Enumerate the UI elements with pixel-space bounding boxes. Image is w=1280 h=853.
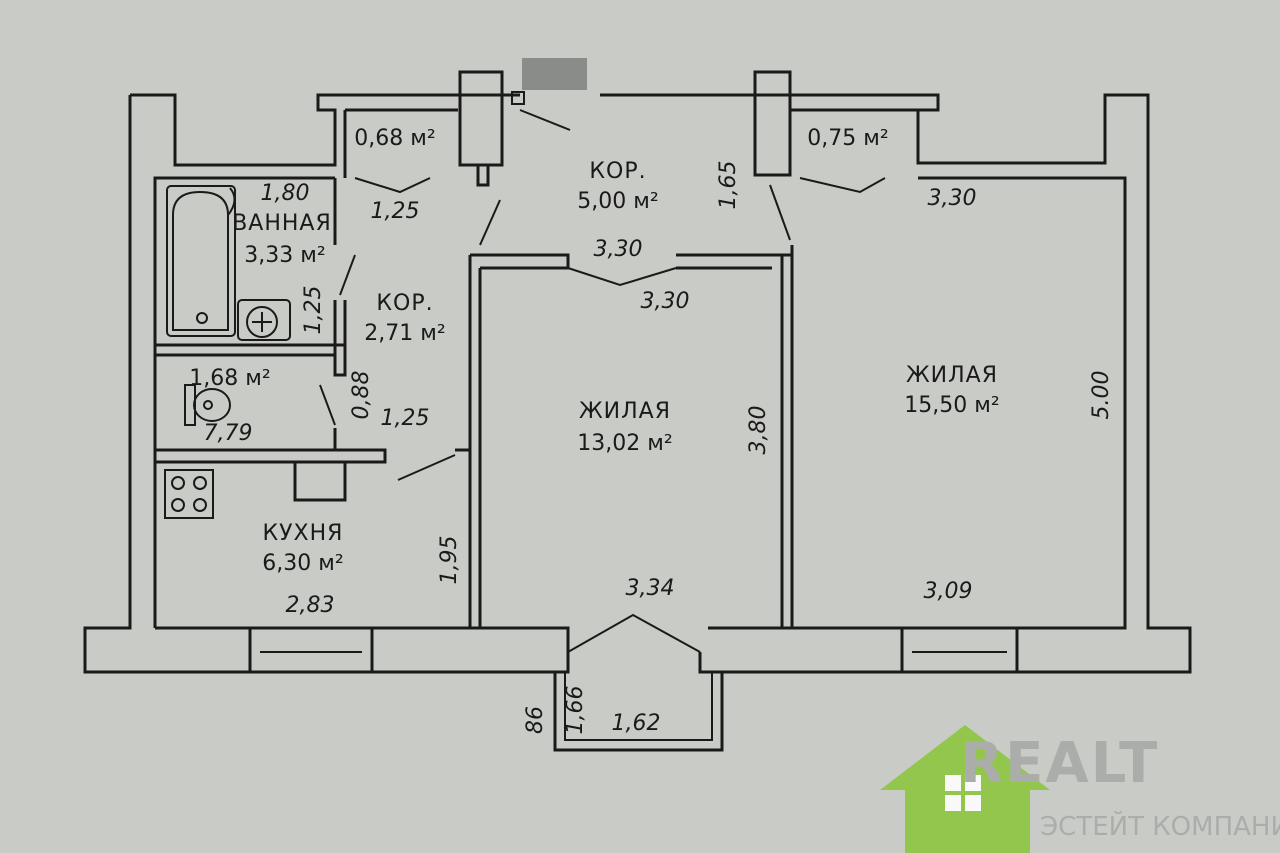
outer-walls (83, 70, 1192, 674)
dim-closet-right-door: 3,30 (928, 186, 977, 211)
corridor-top-name: КОР. (589, 159, 646, 184)
dimension-labels: 1,80 1,25 1,25 3,30 1,65 3,30 3,30 0,88 … (204, 161, 1114, 736)
interior-walls (155, 93, 918, 752)
stove (164, 469, 214, 519)
living-right-name: ЖИЛАЯ (906, 363, 998, 388)
fixtures (164, 58, 587, 519)
kitchen-area: 6,30 м² (262, 551, 343, 576)
closet-left-area: 0,68 м² (354, 126, 435, 151)
living-right-area: 15,50 м² (904, 393, 999, 418)
dim-balcony-outer: 86 (523, 706, 548, 734)
dim-kitchen-width: 2,83 (286, 593, 335, 618)
corridor-mid-area: 2,71 м² (364, 321, 445, 346)
dim-corridor-top-width: 3,30 (594, 237, 643, 262)
dim-living-middle-top: 3,30 (641, 289, 690, 314)
dim-kitchen-height: 1,95 (437, 536, 462, 585)
logo-subtitle: ЭСТЕЙТ КОМПАНИ (1040, 810, 1280, 842)
bathroom-area: 3,33 м² (244, 243, 325, 268)
room-labels: КОР. 5,00 м² 0,68 м² 0,75 м² ВАННАЯ 3,33… (189, 126, 999, 576)
bathtub-inner (172, 190, 229, 331)
dim-balcony-height: 1,66 (563, 686, 588, 735)
bathtub (166, 185, 236, 337)
corridor-mid-name: КОР. (376, 291, 433, 316)
closet-right-area: 0,75 м² (807, 126, 888, 151)
dim-living-middle-height: 3,80 (746, 406, 771, 455)
logo-brand: REALT (960, 731, 1159, 796)
redaction-box (522, 58, 587, 90)
dim-corridor-top-height: 1,65 (716, 161, 741, 210)
dim-corridor-mid-width: 1,25 (381, 406, 430, 431)
sink (237, 299, 291, 341)
dim-living-right-width: 3,09 (924, 579, 973, 604)
dim-toilet-width: 7,79 (204, 421, 253, 446)
bathroom-name: ВАННАЯ (232, 211, 332, 236)
bathtub-drain (196, 312, 208, 324)
dim-bath-width: 1,80 (261, 181, 310, 206)
dim-balcony-width: 1,62 (612, 711, 661, 736)
dim-closet-left-door: 1,25 (371, 199, 420, 224)
living-middle-area: 13,02 м² (577, 431, 672, 456)
kitchen-name: КУХНЯ (263, 521, 344, 546)
dim-bath-height: 1,25 (301, 286, 326, 335)
dim-living-right-height: 5.00 (1089, 371, 1114, 420)
living-middle-name: ЖИЛАЯ (579, 399, 671, 424)
realt-logo: REALT ЭСТЕЙТ КОМПАНИ (880, 725, 1280, 853)
dim-toilet-height: 0,88 (349, 371, 374, 420)
toilet-area: 1,68 м² (189, 366, 270, 391)
dim-living-middle-width: 3,34 (626, 576, 675, 601)
sink-basin (246, 306, 278, 338)
corridor-top-area: 5,00 м² (577, 189, 658, 214)
